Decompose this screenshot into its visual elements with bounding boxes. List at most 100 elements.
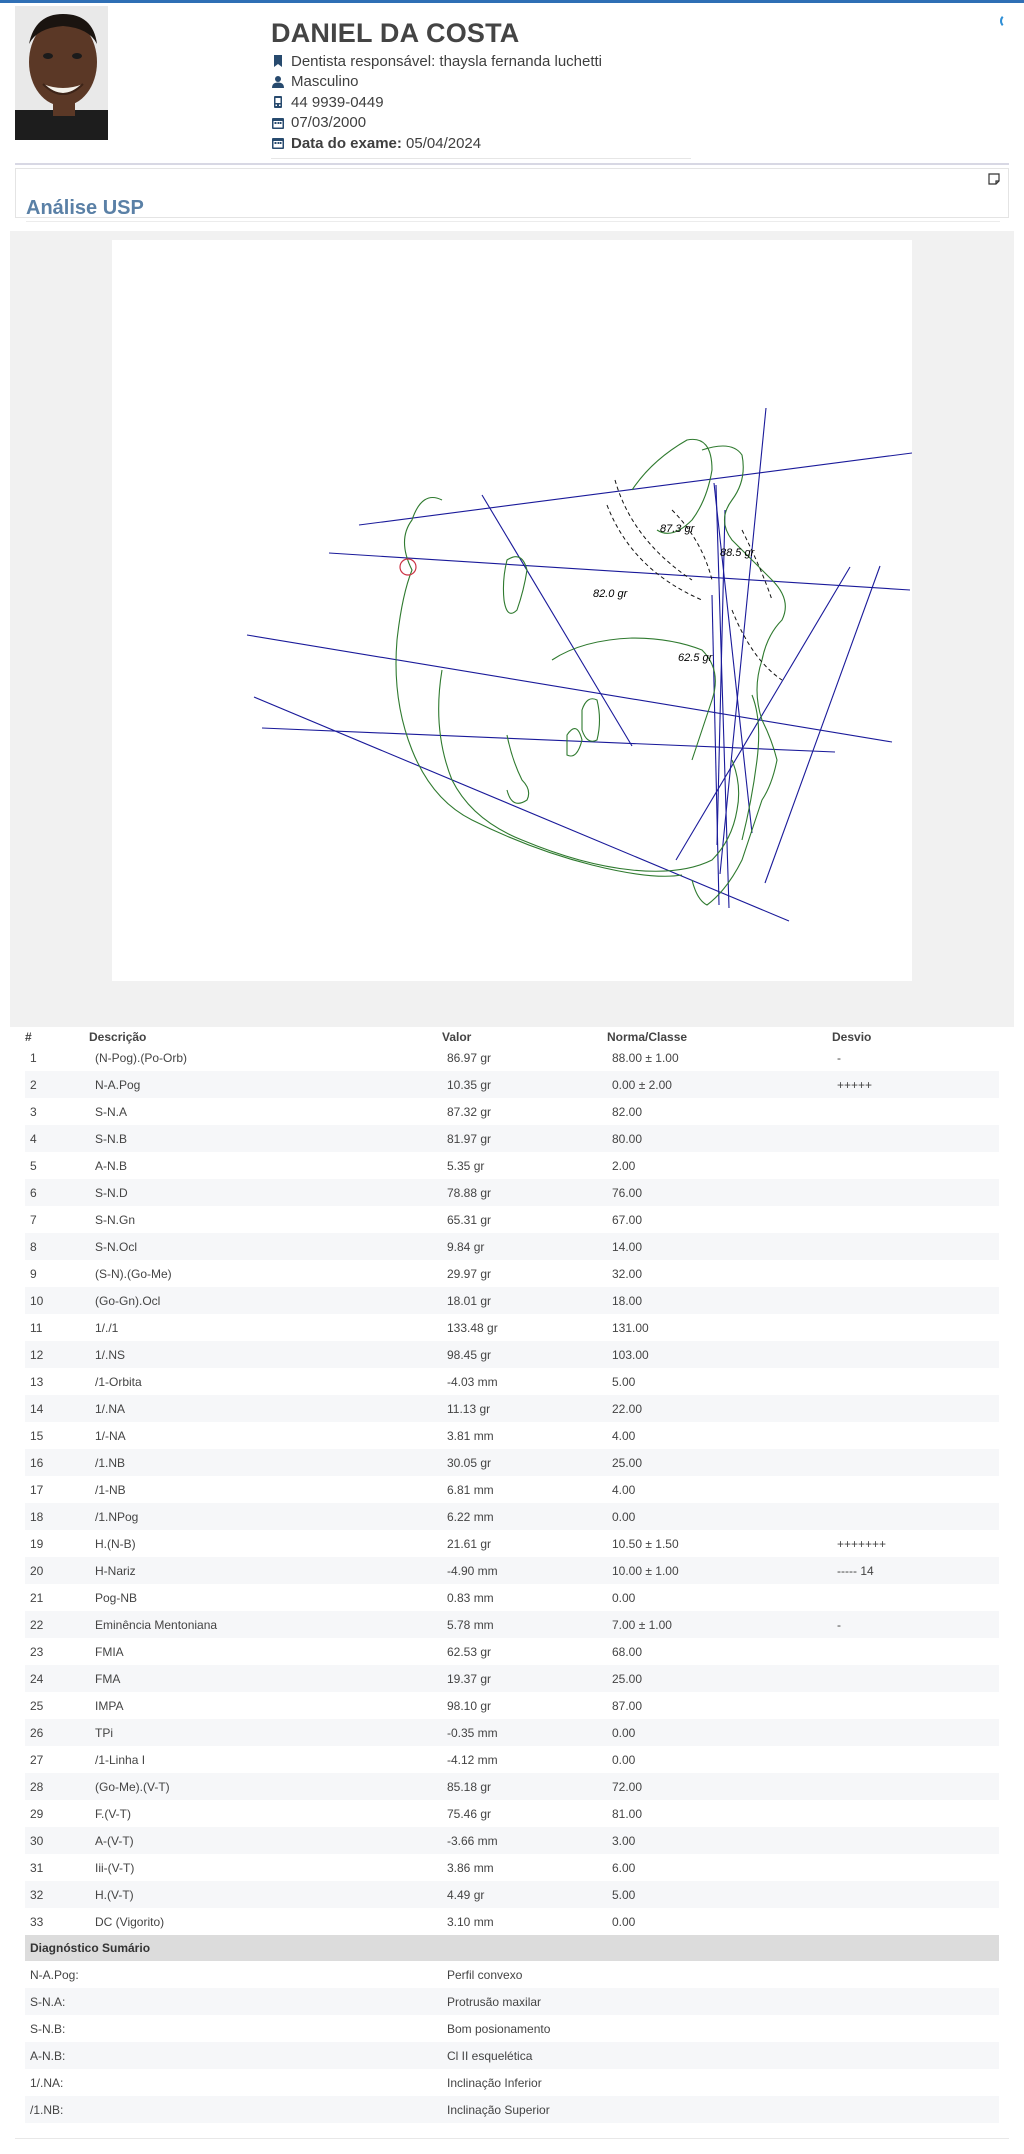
row-num: 19 xyxy=(30,1536,44,1551)
row-num: 6 xyxy=(30,1185,37,1200)
summary-value: Protrusão maxilar xyxy=(447,1994,542,2009)
col-header-dev: Desvio xyxy=(832,1030,872,1044)
row-value: 81.97 gr xyxy=(447,1131,492,1146)
row-value: 18.01 gr xyxy=(447,1293,492,1308)
col-header-desc: Descrição xyxy=(89,1030,147,1044)
tracing-svg: 87.3 gr 88.5 gr 82.0 gr 62.5 gr xyxy=(246,407,912,922)
row-num: 26 xyxy=(30,1725,44,1740)
tracing-line xyxy=(713,482,753,834)
row-value: 6.81 mm xyxy=(447,1482,494,1497)
row-desc: /1-NB xyxy=(95,1482,126,1497)
tracing-line xyxy=(481,494,633,747)
row-value: 5.35 gr xyxy=(447,1158,485,1173)
row-norm: 81.00 xyxy=(612,1806,643,1821)
row-dev: - xyxy=(837,1050,841,1065)
tracing-line xyxy=(358,452,912,526)
tracing-incisor xyxy=(741,694,760,841)
row-num: 5 xyxy=(30,1158,37,1173)
row-desc: A-N.B xyxy=(95,1158,128,1173)
row-desc: S-N.A xyxy=(95,1104,128,1119)
header-divider xyxy=(15,163,1009,165)
landmark-marker xyxy=(399,558,417,576)
row-value: 5.78 mm xyxy=(447,1617,494,1632)
row-num: 16 xyxy=(30,1455,44,1470)
row-desc: S-N.Gn xyxy=(95,1212,136,1227)
tracing-line xyxy=(764,565,881,884)
row-desc: S-N.Ocl xyxy=(95,1239,137,1254)
row-value: 10.35 gr xyxy=(447,1077,492,1092)
row-value: 4.49 gr xyxy=(447,1887,485,1902)
row-norm: 76.00 xyxy=(612,1185,643,1200)
row-desc: 1/.NA xyxy=(95,1401,126,1416)
row-desc: (Go-Gn).Ocl xyxy=(95,1293,161,1308)
birth-date-text: 07/03/2000 xyxy=(291,114,367,132)
row-norm: 3.00 xyxy=(612,1833,636,1848)
row-value: 19.37 gr xyxy=(447,1671,492,1686)
row-desc: H.(V-T) xyxy=(95,1887,134,1902)
tracing-line xyxy=(261,727,836,753)
row-num: 27 xyxy=(30,1752,44,1767)
row-value: -4.90 mm xyxy=(447,1563,498,1578)
summary-value: Inclinação Inferior xyxy=(447,2075,542,2090)
row-value: 9.84 gr xyxy=(447,1239,485,1254)
row-num: 24 xyxy=(30,1671,44,1686)
gender-line: Masculino xyxy=(271,72,691,93)
row-num: 25 xyxy=(30,1698,44,1713)
row-dev: ----- 14 xyxy=(837,1563,874,1578)
row-value: 62.53 gr xyxy=(447,1644,492,1659)
row-desc: H-Nariz xyxy=(95,1563,136,1578)
tracing-line xyxy=(328,552,911,591)
summary-row: /1.NB:Inclinação Superior xyxy=(25,2096,999,2123)
row-desc: /1-Linha I xyxy=(95,1752,146,1767)
row-value: 133.48 gr xyxy=(447,1320,498,1335)
row-desc: N-A.Pog xyxy=(95,1077,141,1092)
row-num: 29 xyxy=(30,1806,44,1821)
row-value: 30.05 gr xyxy=(447,1455,492,1470)
row-desc: /1-Orbita xyxy=(95,1374,142,1389)
row-num: 1 xyxy=(30,1050,37,1065)
row-num: 28 xyxy=(30,1779,44,1794)
summary-row: S-N.B:Bom posionamento xyxy=(25,2015,999,2042)
phone-icon xyxy=(274,96,282,109)
note-icon[interactable] xyxy=(988,173,1000,185)
row-value: 86.97 gr xyxy=(447,1050,492,1065)
row-norm: 82.00 xyxy=(612,1104,643,1119)
row-num: 4 xyxy=(30,1131,37,1146)
row-num: 33 xyxy=(30,1914,44,1929)
row-value: 3.86 mm xyxy=(447,1860,494,1875)
summary-label: S-N.A: xyxy=(30,1994,66,2009)
angle-label-1: 87.3 gr xyxy=(660,523,696,535)
row-num: 31 xyxy=(30,1860,44,1875)
row-num: 14 xyxy=(30,1401,44,1416)
angle-arc xyxy=(741,529,773,601)
col-header-norm: Norma/Classe xyxy=(607,1030,688,1044)
tracing-mandible xyxy=(438,669,740,872)
row-value: 78.88 gr xyxy=(447,1185,492,1200)
angle-arc xyxy=(614,479,693,581)
row-norm: 88.00 ± 1.00 xyxy=(612,1050,679,1065)
row-norm: 87.00 xyxy=(612,1698,643,1713)
tracing-line xyxy=(246,634,893,743)
summary-value: Bom posionamento xyxy=(447,2021,551,2036)
row-norm: 103.00 xyxy=(612,1347,649,1362)
row-norm: 14.00 xyxy=(612,1239,643,1254)
row-num: 20 xyxy=(30,1563,44,1578)
summary-row: A-N.B:Cl II esquelética xyxy=(25,2042,999,2069)
row-desc: (Go-Me).(V-T) xyxy=(95,1779,170,1794)
tracing-line xyxy=(715,484,730,909)
